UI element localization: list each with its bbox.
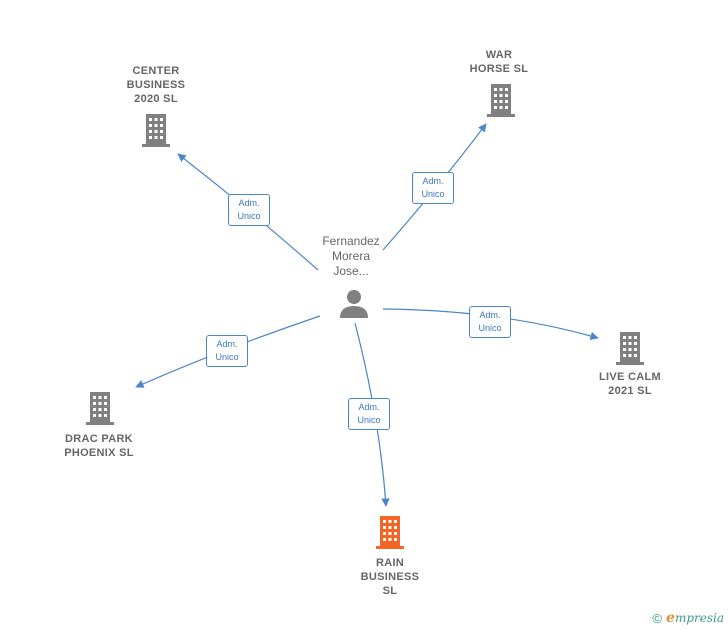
building-icon	[86, 392, 114, 425]
edge-label-center: Adm. Unico	[228, 194, 270, 226]
company-center-business-2020[interactable]: CENTER BUSINESS 2020 SL	[126, 65, 186, 105]
company-rain-business[interactable]: RAIN BUSINESS SL	[360, 557, 420, 597]
edge-label-rain: Adm. Unico	[348, 398, 390, 430]
company-drac-park-phoenix[interactable]: DRAC PARK PHOENIX SL	[64, 433, 134, 459]
copyright-symbol: ©	[652, 610, 663, 626]
brand-logo[interactable]: empresia	[666, 610, 724, 626]
edge-label-war: Adm. Unico	[412, 172, 454, 204]
company-live-calm-2021[interactable]: LIVE CALM 2021 SL	[599, 371, 661, 397]
person-icon	[340, 290, 368, 318]
footer-brand: © empresia	[652, 610, 724, 626]
company-war-horse[interactable]: WAR HORSE SL	[469, 49, 529, 75]
building-icon	[142, 114, 170, 147]
edge-label-drac: Adm. Unico	[206, 335, 248, 367]
building-icon	[616, 332, 644, 365]
edge-label-live: Adm. Unico	[469, 306, 511, 338]
building-icon	[487, 84, 515, 117]
building-icon-highlighted	[376, 516, 404, 549]
person-name[interactable]: Fernandez Morera Jose...	[322, 234, 380, 278]
